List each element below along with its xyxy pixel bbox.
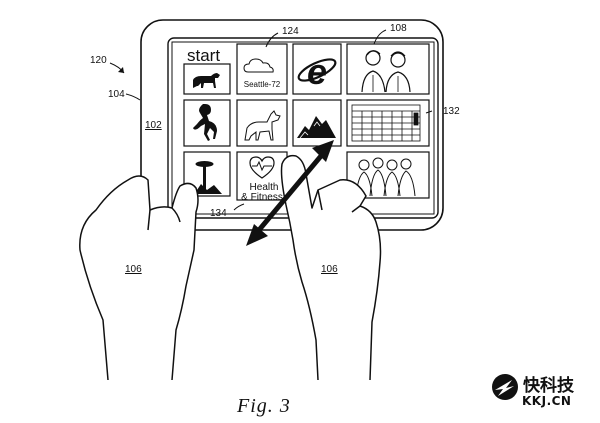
health-label-line2: & Fitness (241, 192, 283, 203)
monkey-icon (193, 104, 217, 141)
cloud-icon (243, 58, 274, 73)
tile-weather[interactable]: Seattle-72 (236, 43, 288, 95)
heart-pulse-icon (249, 156, 275, 179)
ref-device-edge: 104 (108, 89, 125, 100)
ref-system: 120 (90, 55, 107, 66)
tile-photo-couple[interactable] (346, 43, 430, 95)
ref-tile-calendar: 132 (443, 106, 460, 117)
tile-monkey[interactable] (183, 99, 231, 147)
tile-calendar[interactable] (346, 99, 430, 147)
calendar-icon (351, 104, 421, 142)
left-hand (79, 175, 199, 381)
tile-mountain[interactable] (292, 99, 342, 147)
leader-lines (109, 29, 433, 211)
shepherd-dog-icon (244, 110, 281, 141)
ref-hand-left: 106 (125, 264, 142, 275)
tile-health[interactable]: Health & Fitness (236, 151, 288, 203)
tile-dog-2[interactable] (236, 99, 288, 147)
zoom-gesture-arrow (246, 140, 334, 246)
dog-icon (193, 73, 220, 88)
tile-browser[interactable]: e (292, 43, 342, 95)
ref-device: 102 (145, 120, 162, 131)
figure-caption: Fig. 3 (237, 395, 291, 417)
right-hand (280, 154, 382, 381)
people-photo-icon (361, 50, 411, 93)
start-label: start (187, 46, 220, 65)
browser-e-icon: e (297, 51, 337, 92)
health-label-line1: Health (250, 182, 279, 193)
mountain-icon (297, 116, 336, 138)
ref-tile-photo: 108 (390, 23, 407, 34)
weather-label: Seattle-72 (244, 80, 281, 89)
ref-tile-weather: 124 (282, 26, 299, 37)
watermark-brand-en: KKJ.CN (522, 394, 572, 408)
kkj-logo-icon (492, 374, 518, 400)
watermark-brand-cn: 快科技 (523, 376, 574, 396)
ref-hand-right: 106 (321, 264, 338, 275)
system-arrowhead (118, 67, 124, 73)
svg-text:e: e (307, 51, 327, 92)
tile-dog[interactable] (183, 63, 231, 95)
ref-arrow: 134 (210, 208, 227, 219)
